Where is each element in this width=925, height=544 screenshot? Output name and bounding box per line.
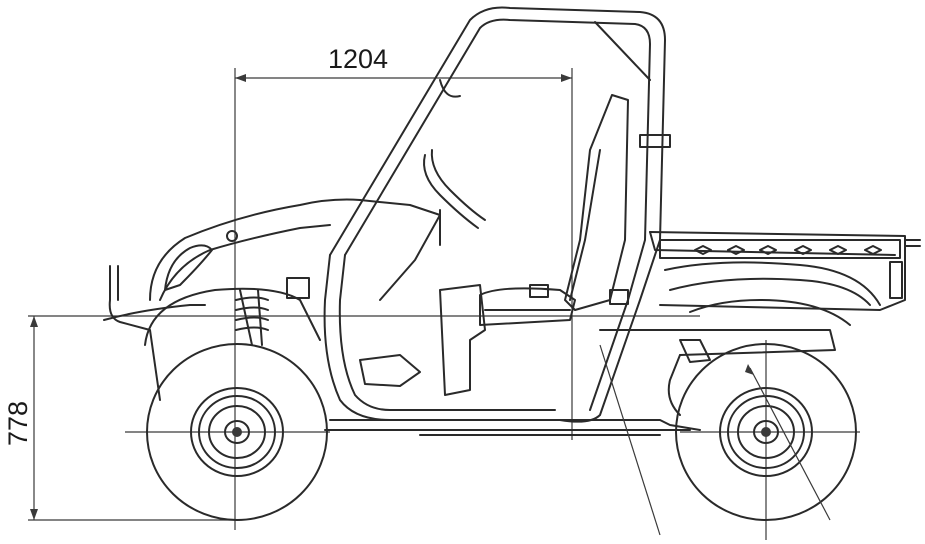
vehicle-body xyxy=(103,6,921,536)
dimension-1204-label: 1204 xyxy=(328,44,388,74)
bed-rivets xyxy=(694,245,882,255)
dimension-778-label: 778 xyxy=(3,401,33,446)
rear-wheel xyxy=(675,343,857,521)
dimension-778: 778 xyxy=(3,315,700,521)
front-wheel xyxy=(146,343,328,521)
dimension-1204: 1204 xyxy=(234,44,573,530)
